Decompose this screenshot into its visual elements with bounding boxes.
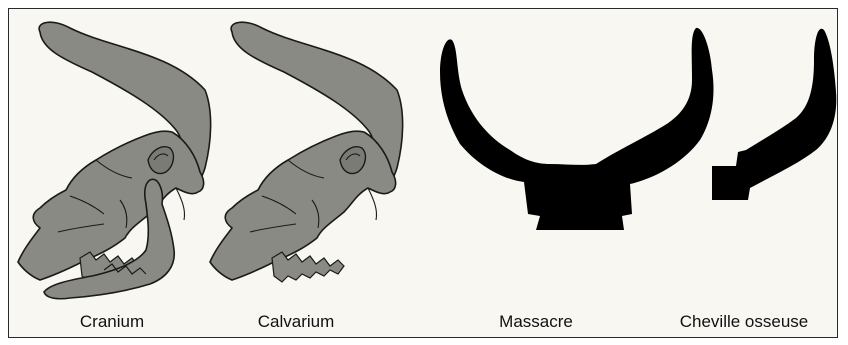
cranium-label: Cranium [80,312,144,332]
cheville-osseuse-label: Cheville osseuse [680,312,809,332]
cheville-silhouette [712,29,836,200]
calvarium-label: Calvarium [258,312,335,332]
massacre-silhouette [440,28,714,230]
cranium-drawing [18,22,211,299]
calvarium-drawing [210,22,403,282]
massacre-label: Massacre [499,312,573,332]
